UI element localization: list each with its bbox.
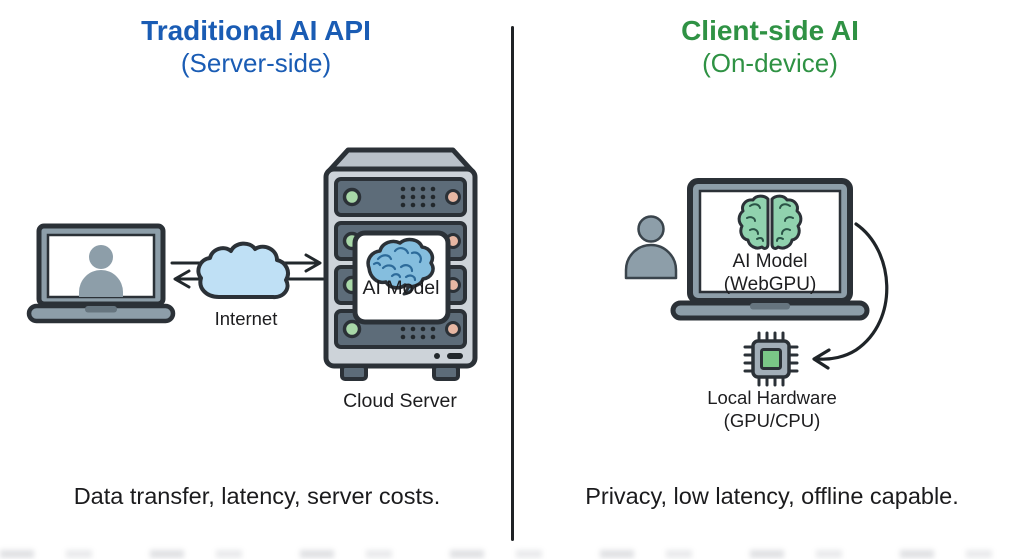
brain-icon [737, 194, 803, 250]
local-hardware-label-line2: (GPU/CPU) [723, 410, 821, 431]
right-caption: Privacy, low latency, offline capable. [585, 483, 959, 509]
server-bay [334, 177, 467, 217]
webgpu-model-label: AI Model (WebGPU) [724, 250, 817, 296]
webgpu-model-label-line1: AI Model [732, 251, 808, 272]
webgpu-model-label-line2: (WebGPU) [723, 274, 817, 295]
local-hardware-label-line1: Local Hardware [707, 387, 837, 408]
server-foot [340, 364, 368, 381]
cloud-icon [193, 240, 303, 306]
internet-label: Internet [214, 308, 278, 329]
center-divider [511, 26, 514, 541]
power-dash-icon [447, 353, 463, 359]
laptop-icon [670, 176, 870, 322]
laptop-icon [26, 222, 176, 326]
local-hardware-label: Local Hardware (GPU/CPU) [707, 386, 837, 432]
user-icon [79, 245, 123, 297]
led-pink-icon [445, 189, 461, 205]
server-rack-icon [318, 142, 483, 394]
left-title-text: Traditional AI API [141, 15, 371, 46]
left-panel-title: Traditional AI API (Server-side) [141, 14, 371, 80]
brain-icon [366, 237, 435, 296]
server-foot [432, 364, 460, 381]
cropped-text-artifact [0, 550, 1024, 558]
user-icon [622, 214, 680, 280]
right-subtitle-text: (On-device) [702, 48, 838, 78]
curved-arrow-icon [800, 210, 910, 372]
left-subtitle-text: (Server-side) [180, 48, 332, 78]
vent-dots-icon [400, 186, 436, 208]
power-dot-icon [434, 353, 440, 359]
left-caption: Data transfer, latency, server costs. [73, 483, 441, 509]
server-ai-model-label: AI Model [362, 277, 440, 299]
cpu-chip-icon [742, 330, 800, 388]
right-title-text: Client-side AI [681, 15, 859, 46]
led-green-icon [342, 187, 362, 207]
right-panel-title: Client-side AI (On-device) [681, 14, 859, 80]
cloud-server-label: Cloud Server [343, 390, 457, 412]
